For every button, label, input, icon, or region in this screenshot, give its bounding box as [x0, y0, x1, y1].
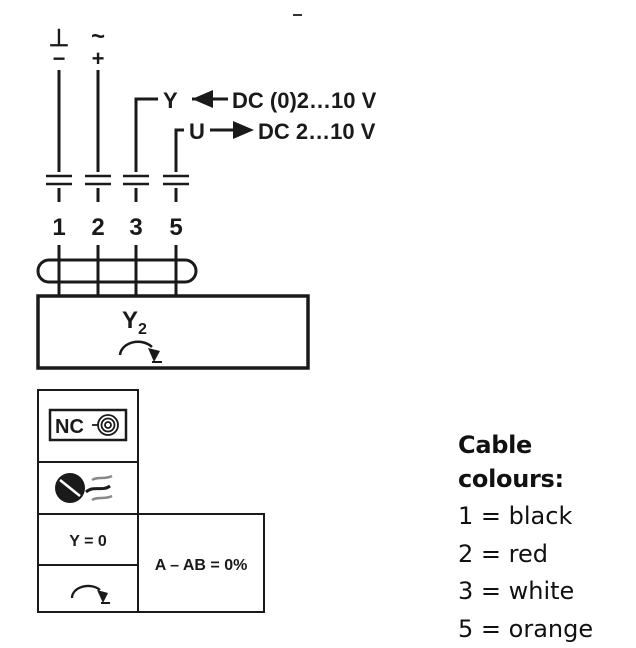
legend-item: 2 = red [458, 536, 636, 574]
y-zero-label: Y = 0 [69, 533, 107, 550]
arrow-right-icon [210, 121, 254, 139]
rotation-arrow-icon [120, 342, 162, 362]
terminal-2: 2 [91, 214, 104, 241]
legend-item: 3 = white [458, 573, 636, 611]
knob-icon [55, 473, 112, 503]
arrow-left-icon [192, 90, 228, 108]
legend-item: 5 = orange [458, 611, 636, 648]
legend-title: Cable colours: [458, 428, 636, 496]
signal-y-name: Y [163, 88, 178, 113]
terminal-5: 5 [169, 214, 182, 241]
nc-label: NC [55, 416, 84, 438]
wires [59, 70, 184, 172]
terminal-breaks [46, 176, 189, 184]
rotation-small-icon [72, 586, 110, 603]
plus-symbol: + [92, 46, 105, 71]
signal-y-range: DC (0)2…10 V [232, 88, 377, 113]
signal-u-name: U [189, 119, 205, 144]
minus-symbol: − [53, 46, 66, 71]
device-label: Y2 [122, 307, 147, 338]
spring-return-icon [92, 415, 118, 435]
result-label: A – AB = 0% [155, 557, 248, 574]
signal-u-range: DC 2…10 V [258, 119, 376, 144]
terminal-3: 3 [129, 214, 142, 241]
terminal-1: 1 [52, 214, 65, 241]
cable-legend: Cable colours: 1 = black 2 = red 3 = whi… [458, 428, 636, 648]
cable-sheath [38, 260, 196, 282]
legend-item: 1 = black [458, 498, 636, 536]
actuator-box [38, 296, 308, 368]
